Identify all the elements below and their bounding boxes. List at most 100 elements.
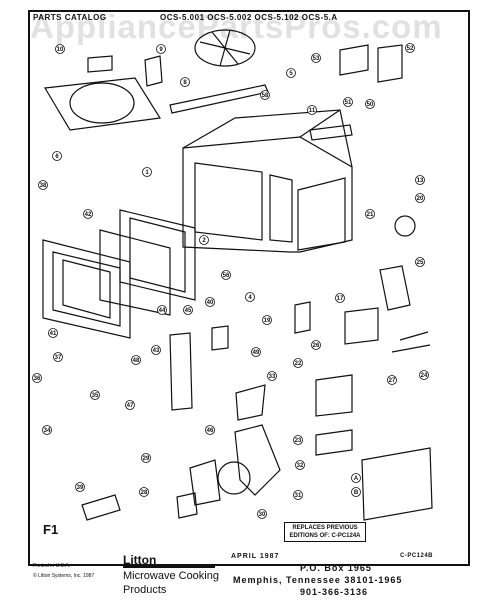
duct-53 — [339, 44, 369, 76]
bracket-52 — [377, 44, 403, 83]
svg-text:39: 39 — [77, 485, 84, 491]
callout-34: 34 — [42, 425, 52, 435]
callout-32: 32 — [295, 460, 305, 470]
svg-text:51: 51 — [345, 100, 352, 106]
callout-31: 31 — [293, 490, 303, 500]
svg-text:28: 28 — [141, 490, 148, 496]
svg-text:2: 2 — [202, 238, 206, 244]
transformer — [315, 374, 353, 417]
watermark: AppliancePartsPros.com — [30, 8, 443, 45]
shaft — [169, 84, 269, 114]
case-top — [182, 109, 353, 168]
callout-6: 6 — [52, 151, 62, 161]
svg-text:B: B — [354, 490, 359, 496]
svg-text:45: 45 — [185, 308, 192, 314]
outer-case — [182, 136, 353, 253]
model-numbers: OCS-5.001 OCS-5.002 OCS-5.102 OCS-5.A — [160, 13, 338, 22]
callout-33: 33 — [267, 371, 277, 381]
top-plate-opening — [69, 82, 135, 124]
oven-cavity — [194, 162, 263, 241]
callout-42: 42 — [83, 209, 93, 219]
svg-text:9: 9 — [159, 47, 163, 53]
catalog-header: PARTS CATALOG — [33, 13, 107, 22]
svg-text:20: 20 — [417, 196, 424, 202]
svg-text:47: 47 — [127, 403, 134, 409]
callout-44: 44 — [157, 305, 167, 315]
svg-text:23: 23 — [295, 438, 302, 444]
callout-36: 36 — [32, 373, 42, 383]
svg-text:24: 24 — [421, 373, 428, 379]
part-19 — [294, 301, 311, 334]
svg-text:32: 32 — [297, 463, 304, 469]
part-49 — [211, 325, 229, 351]
svg-text:19: 19 — [264, 318, 271, 324]
callout-1: 1 — [142, 167, 152, 177]
callout-21: 21 — [365, 209, 375, 219]
callout-24: 24 — [419, 370, 429, 380]
svg-text:31: 31 — [295, 493, 302, 499]
svg-text:33: 33 — [269, 374, 276, 380]
svg-text:41: 41 — [50, 331, 57, 337]
svg-text:30: 30 — [259, 512, 266, 518]
callout-20: 20 — [415, 193, 425, 203]
callout-10: 10 — [55, 44, 65, 54]
motor-21 — [394, 215, 416, 237]
copyright-note: © Litton Systems, Inc. 1987 — [33, 573, 95, 579]
side-cavity — [297, 177, 346, 251]
svg-text:46: 46 — [207, 428, 214, 434]
callout-48: 48 — [131, 355, 141, 365]
rear-panel — [361, 447, 433, 521]
callout-2: 2 — [199, 235, 209, 245]
svg-text:26: 26 — [313, 343, 320, 349]
publication-date: APRIL 1987 — [231, 553, 280, 560]
callout-58: 58 — [260, 90, 270, 100]
svg-text:4: 4 — [248, 295, 252, 301]
switch-28 — [176, 492, 198, 519]
callout-56: 56 — [221, 270, 231, 280]
replaces-box: REPLACES PREVIOUS EDITIONS OF: C-PC124A — [284, 522, 366, 542]
diagram-border — [28, 10, 470, 566]
callout-35: 35 — [90, 390, 100, 400]
stirrer-fan — [194, 29, 256, 67]
door-frame-outer — [42, 239, 131, 339]
capacitor — [315, 429, 353, 456]
brand-subtitle-1: Microwave Cooking — [123, 570, 219, 582]
part-39 — [81, 494, 121, 521]
svg-text:11: 11 — [309, 108, 316, 114]
printed-note: Printed in U.S.A. — [33, 563, 70, 569]
callout-25: 25 — [415, 257, 425, 267]
callout-B: B — [351, 487, 361, 497]
svg-text:13: 13 — [417, 178, 424, 184]
svg-text:37: 37 — [55, 355, 62, 361]
wedge — [235, 384, 266, 421]
callout-46: 46 — [205, 425, 215, 435]
svg-text:A: A — [354, 476, 359, 482]
blower-motor — [189, 459, 221, 506]
top-plate — [44, 77, 162, 131]
control-area — [269, 174, 293, 243]
callout-19: 19 — [262, 315, 272, 325]
svg-text:29: 29 — [143, 456, 150, 462]
svg-text:1: 1 — [145, 170, 149, 176]
catalog-code: C-PC124B — [400, 553, 434, 559]
callout-41: 41 — [48, 328, 58, 338]
replaces-line2: EDITIONS OF: C-PC124A — [289, 533, 361, 539]
brand-subtitle-2: Products — [123, 584, 167, 596]
svg-text:43: 43 — [153, 348, 160, 354]
figure-label: F1 — [43, 522, 59, 537]
svg-text:10: 10 — [57, 47, 64, 53]
svg-text:49: 49 — [253, 350, 260, 356]
callout-39: 39 — [75, 482, 85, 492]
callout-22: 22 — [293, 358, 303, 368]
callout-49: 49 — [251, 347, 261, 357]
callout-28: 28 — [139, 487, 149, 497]
cover-25 — [379, 265, 411, 311]
address-line-1: P.O. Box 1965 — [300, 563, 372, 573]
callout-37: 37 — [53, 352, 63, 362]
svg-text:25: 25 — [417, 260, 424, 266]
callout-40: 40 — [205, 297, 215, 307]
blower-wheel — [217, 461, 251, 495]
svg-text:42: 42 — [85, 212, 92, 218]
